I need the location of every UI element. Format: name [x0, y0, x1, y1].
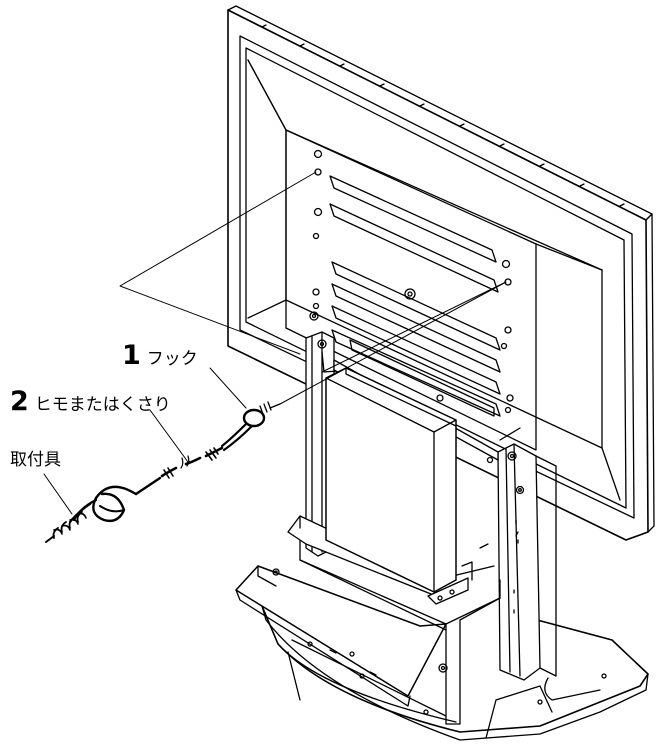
callout-string-number: 2 [10, 386, 29, 417]
callout-hook-text: フック [146, 349, 198, 369]
leader-hook [210, 368, 246, 408]
callout-fixture-text: 取付具 [10, 450, 61, 470]
safety-cord-assembly [46, 402, 280, 542]
guide-lines [120, 172, 506, 404]
callout-hook-number: 1 [122, 340, 141, 371]
callout-leaders [44, 368, 246, 514]
fixture [46, 487, 136, 542]
display-panel [228, 6, 654, 540]
hook [222, 402, 280, 450]
callout-fixture: 取付具 [10, 452, 61, 469]
mounting-holes [310, 151, 513, 413]
vent-slots [330, 176, 500, 416]
leader-string [150, 410, 188, 462]
tuner-box [326, 368, 456, 592]
callout-string-text: ヒモまたはくさり [34, 395, 171, 415]
leader-fixture [44, 474, 72, 514]
